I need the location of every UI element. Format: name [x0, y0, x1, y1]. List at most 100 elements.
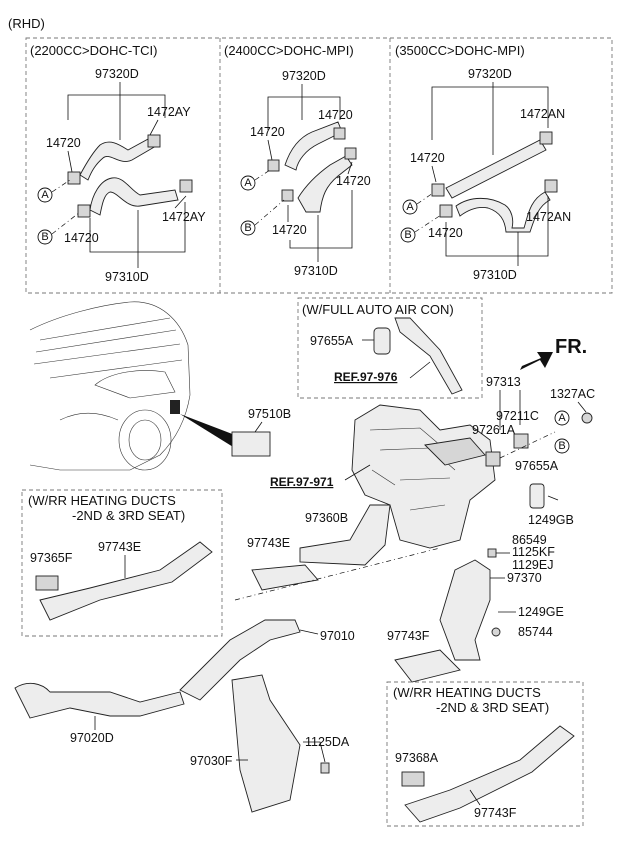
fitting-97211C — [513, 433, 529, 449]
rr-box-left-title-2: -2ND & 3RD SEAT) — [72, 508, 185, 523]
duct-97360B — [299, 504, 391, 566]
part-label-97320D: 97320D — [282, 69, 326, 83]
engine-box-title: (3500CC>DOHC-MPI) — [395, 43, 525, 58]
rear-window — [94, 370, 176, 399]
duct-97743F — [404, 725, 575, 823]
engine-box-2200: (2200CC>DOHC-TCI) 97320D 1472AY 14720 A … — [30, 43, 206, 284]
sensor-97510B — [231, 431, 271, 457]
marker-a-icon — [402, 199, 418, 215]
part-label-97368A: 97368A — [395, 751, 439, 765]
clamp-icon — [77, 204, 91, 218]
leader — [344, 464, 371, 481]
dash-leader — [414, 214, 442, 233]
part-label-1472AY: 1472AY — [162, 210, 206, 224]
grommet-97655A — [529, 483, 545, 509]
body-crease — [59, 412, 119, 421]
part-label-85744: 85744 — [518, 625, 553, 639]
part-label-97320D: 97320D — [468, 67, 512, 81]
part-label-97211C: 97211C — [496, 409, 539, 423]
pointer-wedge — [180, 414, 248, 450]
front-direction-label: FR. — [555, 336, 587, 358]
marker-b-label: B — [244, 222, 251, 234]
clamp-icon — [281, 189, 294, 202]
marker-a-label: A — [244, 177, 252, 189]
dash-leader — [51, 179, 71, 193]
leader — [67, 94, 166, 120]
part-label-97310D: 97310D — [473, 268, 517, 282]
dash-leader — [499, 431, 556, 459]
bolt-1249GB — [547, 495, 559, 501]
part-label-97743F: 97743F — [387, 629, 430, 643]
marker-a-icon — [37, 187, 53, 203]
part-label-14720: 14720 — [250, 125, 285, 139]
part-label-1327AC: 1327AC — [550, 387, 595, 401]
part-label-97655A: 97655A — [515, 459, 559, 473]
marker-b-icon — [554, 438, 570, 454]
variant-label: (RHD) — [8, 16, 45, 31]
duct-97743E — [251, 564, 319, 591]
marker-b-icon — [240, 220, 256, 236]
clamp-icon — [439, 204, 453, 218]
clamp-icon — [179, 179, 193, 193]
part-label-14720: 14720 — [428, 226, 463, 240]
marker-a-label: A — [558, 412, 566, 424]
ref-97976: REF.97-976 — [334, 370, 398, 384]
outlet-97368A — [401, 771, 425, 787]
fitting-97261A — [485, 451, 501, 467]
part-label-1472AN: 1472AN — [526, 210, 571, 224]
hose-97310D — [297, 155, 353, 213]
clamp-icon — [544, 179, 558, 193]
marker-a-icon — [554, 410, 570, 426]
part-label-1472AN: 1472AN — [520, 107, 565, 121]
rr-box-right-title-2: -2ND & 3RD SEAT) — [436, 700, 549, 715]
clamp-icon — [147, 134, 161, 148]
marker-b-icon — [37, 229, 53, 245]
leader — [67, 150, 73, 173]
leader — [303, 741, 326, 763]
hose-97310D — [89, 177, 179, 216]
duct-97030F — [231, 674, 301, 813]
part-label-97313: 97313 — [486, 375, 521, 389]
part-label-14720: 14720 — [410, 151, 445, 165]
hose-97310D — [455, 191, 551, 233]
heater-core — [424, 437, 486, 466]
part-label-97510B: 97510B — [248, 407, 291, 421]
leader — [445, 196, 549, 257]
marker-a-label: A — [41, 189, 49, 201]
clamp-icon — [539, 131, 553, 145]
rear-wheel — [118, 409, 172, 471]
part-label-97360B: 97360B — [305, 511, 348, 525]
outlet-97365F — [35, 575, 59, 591]
clamp-icon — [344, 147, 357, 160]
marker-b-label: B — [558, 440, 565, 452]
engine-box-2400: (2400CC>DOHC-MPI) 97320D 14720 14720 147… — [224, 43, 371, 278]
engine-box-title: (2400CC>DOHC-MPI) — [224, 43, 354, 58]
clamp-icon — [267, 159, 280, 172]
clamp-icon — [333, 127, 346, 140]
part-label-97365F: 97365F — [30, 551, 73, 565]
marker-b-label: B — [41, 231, 48, 243]
leader — [431, 86, 549, 140]
hose-97320D — [79, 137, 157, 181]
part-label-97743E: 97743E — [98, 540, 141, 554]
grommet-97655A — [373, 327, 391, 355]
engine-variants-frame — [25, 37, 613, 294]
engine-box-3500: (3500CC>DOHC-MPI) 97320D 1472AN 14720 A … — [395, 43, 571, 282]
part-label-14720: 14720 — [318, 108, 353, 122]
auto-aircon-frame — [297, 297, 483, 399]
duct-97010 — [179, 619, 301, 701]
part-label-97010: 97010 — [320, 629, 355, 643]
part-label-97743F: 97743F — [474, 806, 517, 820]
part-label-97320D: 97320D — [95, 67, 139, 81]
part-label-1125DA: 1125DA — [305, 735, 350, 749]
part-label-1472AY: 1472AY — [147, 105, 191, 119]
marker-a-icon — [240, 175, 256, 191]
duct-97020D — [14, 682, 185, 719]
dash-leader — [254, 169, 271, 181]
part-label-97261A: 97261A — [472, 423, 516, 437]
duct-97743E — [39, 541, 213, 621]
part-label-97743E: 97743E — [247, 536, 290, 550]
leader — [254, 421, 263, 433]
rr-box-left-title-1: (W/RR HEATING DUCTS — [28, 493, 176, 508]
